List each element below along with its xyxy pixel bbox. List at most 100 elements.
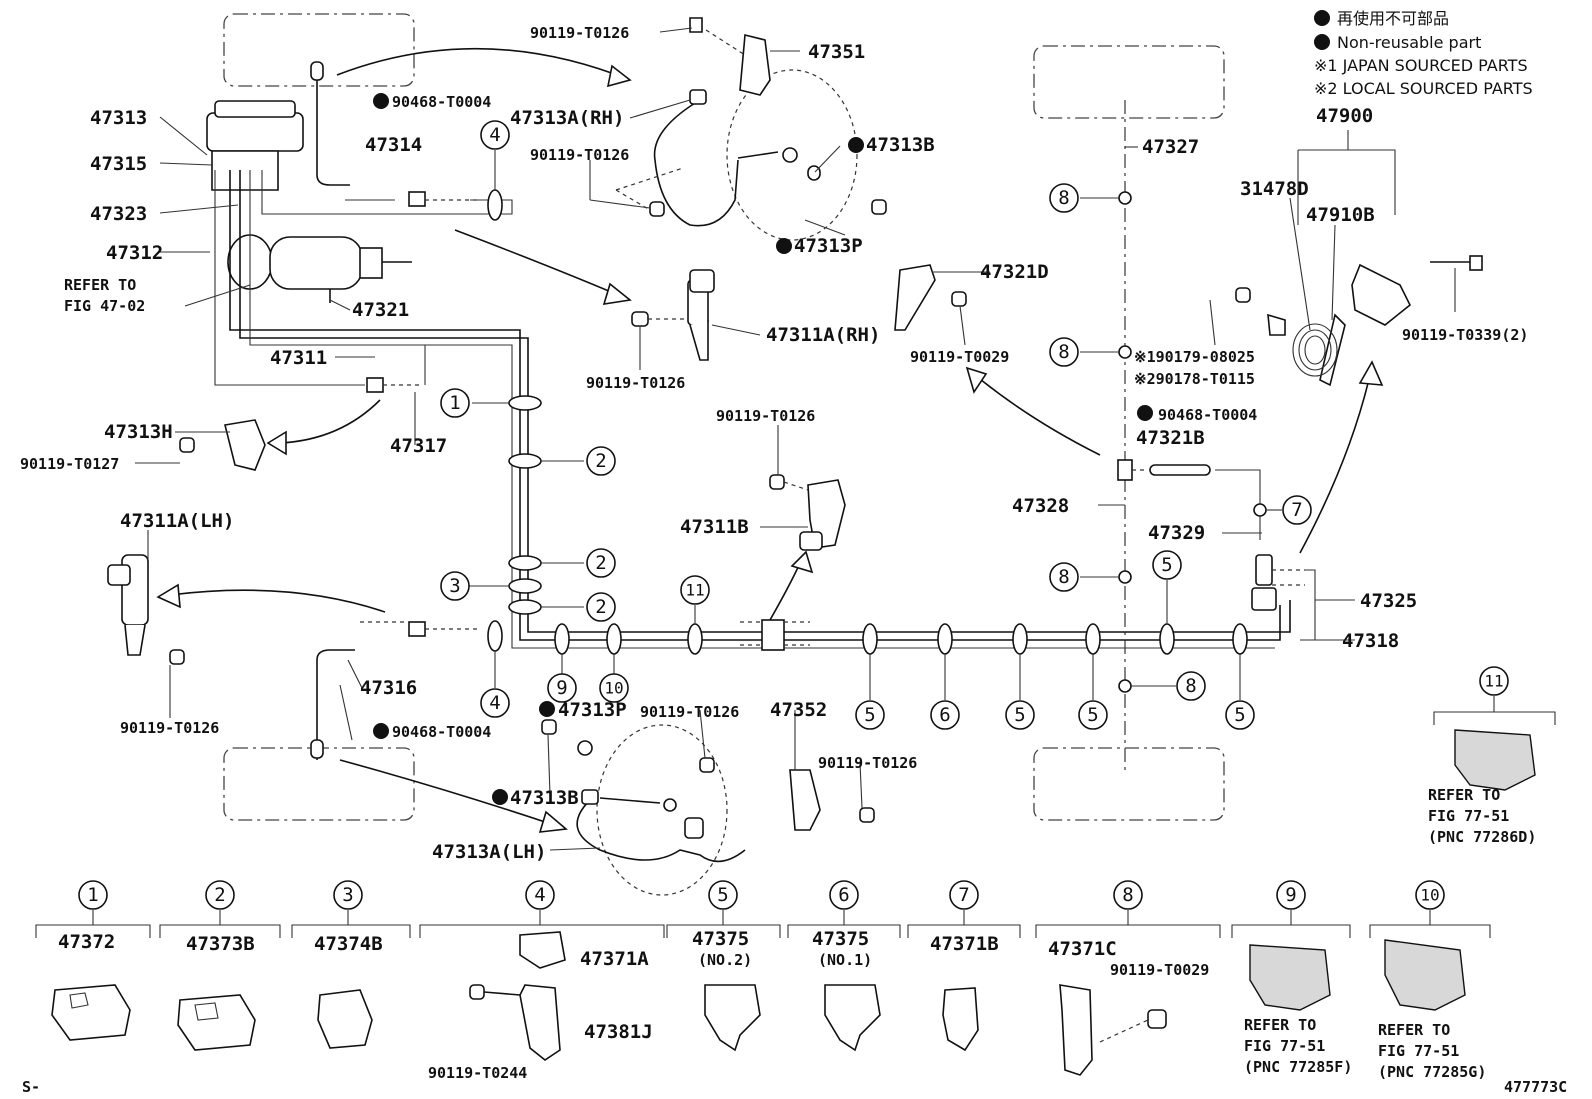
callout-2: 2: [595, 552, 606, 574]
brake-hose-lh: [576, 799, 746, 863]
legend-part-47375: 47375: [812, 928, 869, 950]
diagram-code-left: S-: [22, 1078, 40, 1096]
label-47313A-RH: 47313A(RH): [510, 107, 624, 129]
clip-47372-icon: [51, 984, 131, 1041]
brake-hose-rh: [653, 99, 739, 227]
legend-line2: Non-reusable part: [1337, 33, 1481, 52]
label-47325: 47325: [1360, 590, 1417, 612]
legend-part-47371B: 47371B: [930, 933, 999, 955]
legend-note-no2: (NO.2): [698, 951, 752, 969]
label-47329: 47329: [1148, 522, 1205, 544]
legend-callout-2: 2: [214, 884, 225, 906]
label-47323: 47323: [90, 203, 147, 225]
callout-3: 3: [449, 575, 460, 597]
label-47311: 47311: [270, 347, 327, 369]
legend-line4: ※2 LOCAL SOURCED PARTS: [1314, 79, 1533, 98]
clip-47375-no2-icon: [704, 984, 761, 1052]
label-47328: 47328: [1012, 495, 1069, 517]
callout-10: 10: [604, 679, 623, 698]
diagram-code-right: 477773C: [1504, 1078, 1567, 1096]
callout-4: 4: [489, 124, 500, 146]
label-47351: 47351: [808, 41, 865, 63]
label-refer-to: REFER TO: [1428, 786, 1500, 804]
flow-arrow: [169, 589, 386, 613]
label-47321B: 47321B: [1136, 427, 1205, 449]
bottom-parts-row: 1 2 3 4 5 6 7 8 9 10 47372 47373B 47374B…: [35, 880, 1491, 1082]
callout-5: 5: [1161, 554, 1172, 576]
clip-10-icon: [1384, 939, 1466, 1011]
legend-ref-pnc-77285G: (PNC 77285G): [1378, 1063, 1486, 1081]
label-47318: 47318: [1342, 630, 1399, 652]
non-reusable-dot-icon: [373, 723, 389, 739]
legend-ref-refer-to: REFER TO: [1378, 1021, 1450, 1039]
label-47311A-RH: 47311A(RH): [766, 324, 880, 346]
flow-arrow: [279, 399, 381, 444]
legend-line3: ※1 JAPAN SOURCED PARTS: [1314, 56, 1528, 75]
clip-47375-no1-icon: [824, 984, 881, 1052]
legend-note-no1: (NO.1): [818, 951, 872, 969]
callout-8: 8: [1058, 566, 1069, 588]
bolt-icon: [469, 984, 485, 1000]
callout-5: 5: [1234, 704, 1245, 726]
flow-arrow: [339, 759, 561, 828]
callout-circles: 1 2 2 3 2 4 4 5 5 5 5 5 6 7 8 8 8 8 9 10…: [440, 120, 1509, 730]
label-47311A-LH: 47311A(LH): [120, 510, 234, 532]
callout-11: 11: [1484, 672, 1503, 691]
callout-5: 5: [1014, 704, 1025, 726]
legend-part-47381J: 47381J: [584, 1021, 653, 1043]
clip-9-icon: [1249, 944, 1331, 1011]
callout-8: 8: [1058, 187, 1069, 209]
label-refer-to: REFER TO: [64, 276, 136, 294]
label-47315: 47315: [90, 153, 147, 175]
legend-part-47375: 47375: [692, 928, 749, 950]
body-outline: [223, 13, 415, 87]
label-90119-T0126: 90119-T0126: [640, 703, 739, 721]
label-47312: 47312: [106, 242, 163, 264]
legend-callout-6: 6: [838, 884, 849, 906]
callout-9: 9: [556, 677, 567, 699]
legend-ref-fig: FIG 77-51: [1378, 1042, 1459, 1060]
legend-callout-1: 1: [87, 884, 98, 906]
non-reusable-dot-icon: [848, 137, 864, 153]
flow-arrow: [454, 229, 631, 301]
legend-bolt-90119-T0029: 90119-T0029: [1110, 961, 1209, 979]
label-90119-T0126: 90119-T0126: [586, 374, 685, 392]
callout-2: 2: [595, 596, 606, 618]
non-reusable-dot-icon: [373, 93, 389, 109]
body-outline: [223, 747, 415, 821]
legend-part-47371C: 47371C: [1048, 938, 1117, 960]
flow-arrow: [974, 374, 1101, 456]
label-fig-47-02: FIG 47-02: [64, 297, 145, 315]
legend-part-47374B: 47374B: [314, 933, 383, 955]
label-47352: 47352: [770, 699, 827, 721]
legend-part-47373B: 47373B: [186, 933, 255, 955]
label-31478D: 31478D: [1240, 178, 1309, 200]
label-90179-08025: ※190179-08025: [1134, 348, 1255, 366]
callout-4: 4: [489, 692, 500, 714]
label-90468-T0004: 90468-T0004: [1158, 406, 1257, 424]
label-47317: 47317: [390, 435, 447, 457]
callout-8: 8: [1185, 675, 1196, 697]
label-90119-T0126: 90119-T0126: [530, 24, 629, 42]
clip-47371A-icon: [519, 931, 566, 969]
label-90119-T0126: 90119-T0126: [530, 146, 629, 164]
label-47900: 47900: [1316, 105, 1373, 127]
label-47313P: 47313P: [558, 699, 627, 721]
label-90119-T0126: 90119-T0126: [716, 407, 815, 425]
bracket-47381J-icon: [519, 984, 561, 1061]
label-90119-T0126: 90119-T0126: [818, 754, 917, 772]
label-47316: 47316: [360, 677, 417, 699]
label-47321: 47321: [352, 299, 409, 321]
legend-callout-5: 5: [717, 884, 728, 906]
flow-arrow: [336, 47, 631, 81]
junction-b: [807, 479, 846, 549]
non-reusable-dot-icon: [1137, 405, 1153, 421]
legend-callout-4: 4: [534, 884, 545, 906]
label-47313: 47313: [90, 107, 147, 129]
label-47321D: 47321D: [980, 261, 1049, 283]
legend-ref-pnc-77285F: (PNC 77285F): [1244, 1058, 1352, 1076]
legend-dot-icon: [1314, 10, 1330, 26]
legend-callout-10: 10: [1420, 886, 1439, 905]
label-90119-T0126: 90119-T0126: [120, 719, 219, 737]
